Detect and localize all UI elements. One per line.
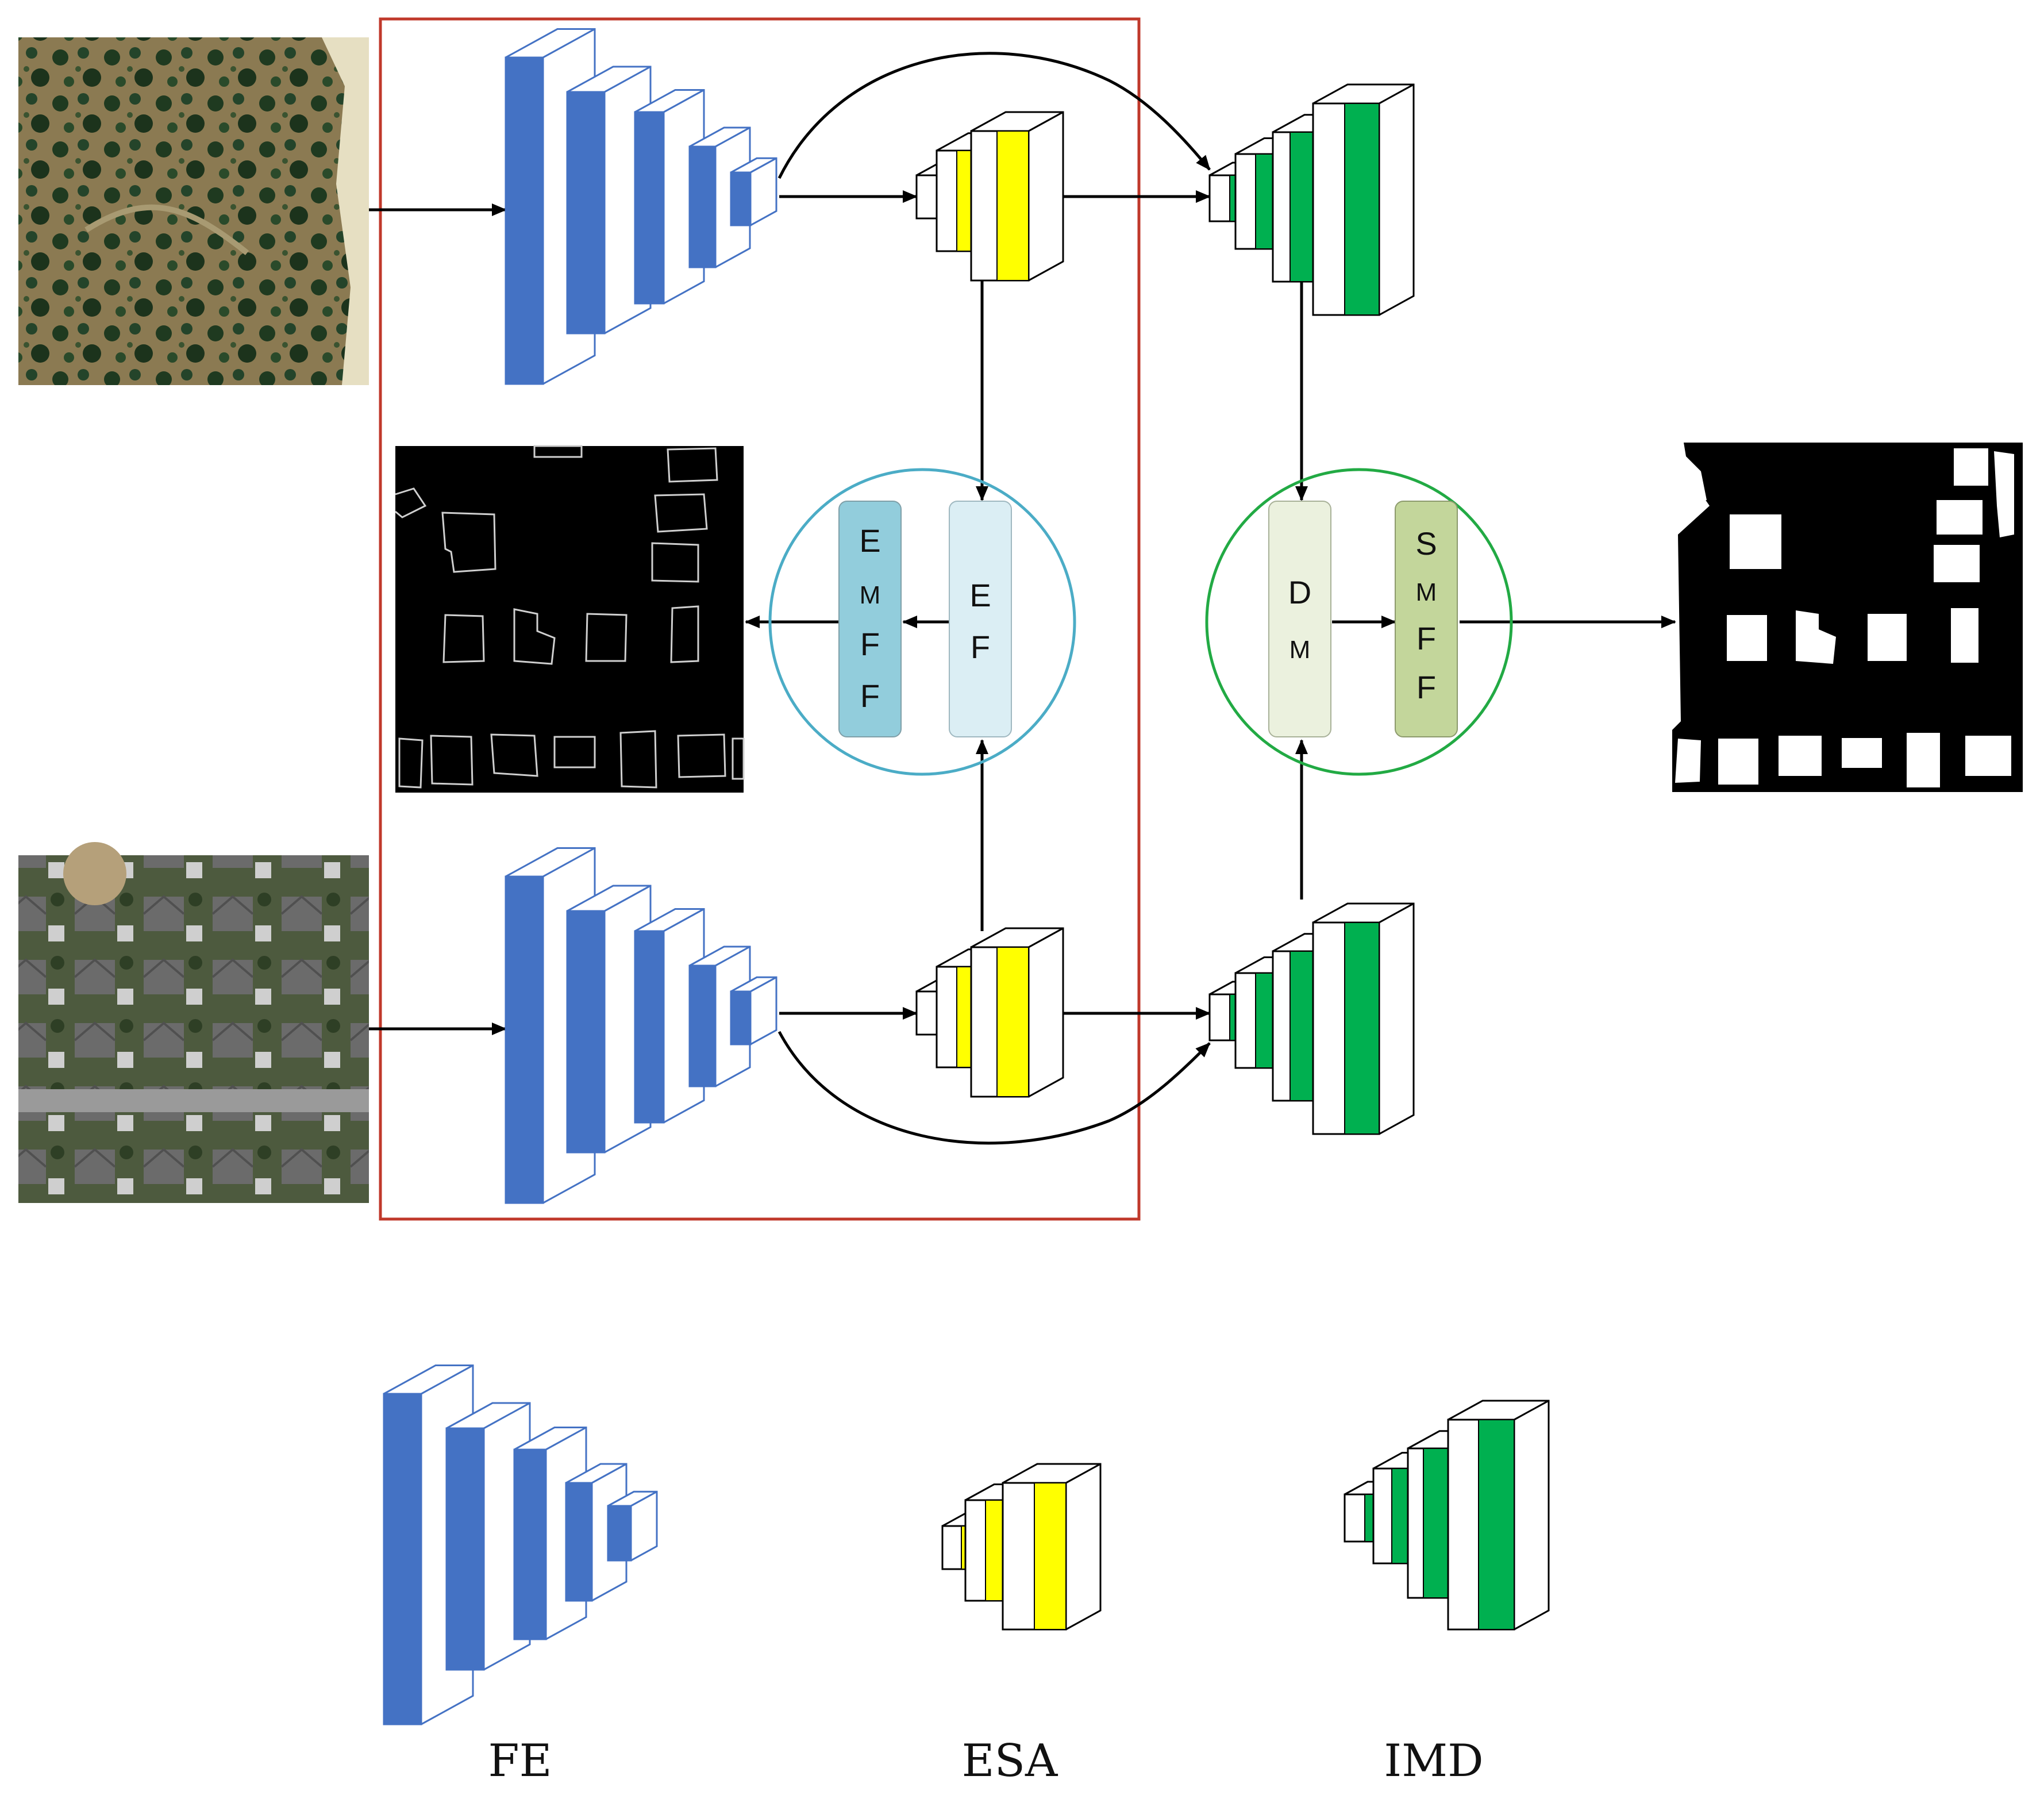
legend-label-fe: FE [488, 1735, 552, 1787]
layer-block [634, 908, 705, 1124]
emff-letter-1: E [859, 522, 880, 559]
decoder-branch-circle [1205, 468, 1513, 776]
imd-decoder-time1 [1208, 83, 1415, 316]
edge-branch-circle [768, 468, 1076, 776]
emff-letter-3: F [860, 626, 880, 662]
smff-letter-1: S [1415, 525, 1437, 562]
layer-block [688, 126, 751, 268]
dm-module: D M [1268, 501, 1331, 737]
dm-letter-2: M [1289, 636, 1311, 664]
skip-arrow-top [777, 52, 1211, 179]
ef-module: E F [949, 501, 1012, 737]
esa-block-time2 [915, 927, 1064, 1098]
layer-block [1312, 83, 1415, 316]
aerial-image-time2 [18, 842, 369, 1203]
layer-block [1312, 902, 1415, 1135]
emff-letter-2: M [860, 581, 881, 609]
layer-block [730, 976, 777, 1046]
smff-letter-3: F [1416, 620, 1436, 656]
dm-letter-1: D [1288, 574, 1311, 610]
esa-block-time1 [915, 111, 1064, 282]
layer-block [607, 1490, 658, 1562]
change-mask [1672, 443, 2023, 792]
weight-sharing-frame [379, 17, 1141, 1221]
smff-letter-4: F [1416, 669, 1436, 705]
ef-letter-2: F [971, 629, 990, 665]
fe-legend-icon [383, 1364, 658, 1725]
layer-block [566, 885, 652, 1154]
imd-decoder-time2 [1208, 902, 1415, 1135]
skip-arrow-bottom [777, 1031, 1211, 1145]
layer-block [1002, 1463, 1102, 1631]
emff-module: E M F F [838, 501, 902, 737]
ef-letter-1: E [969, 577, 991, 613]
connections [369, 52, 1676, 1145]
layer-block [565, 1463, 628, 1602]
aerial-image-time1 [18, 37, 369, 385]
fe-encoder-time1 [505, 28, 777, 385]
edge-map [395, 445, 745, 793]
layer-block [566, 66, 652, 335]
layer-block [970, 927, 1064, 1098]
layer-block [1447, 1400, 1550, 1631]
smff-module: S M F F [1395, 501, 1458, 737]
fe-encoder-time2 [505, 847, 777, 1204]
smff-letter-2: M [1416, 578, 1437, 606]
legend-label-imd: IMD [1384, 1735, 1483, 1787]
layer-block [730, 157, 777, 226]
layer-block [634, 89, 705, 305]
layer-block [445, 1402, 531, 1671]
layer-block [513, 1427, 587, 1640]
layer-block [688, 945, 751, 1087]
legend-label-esa: ESA [962, 1735, 1058, 1787]
emff-letter-4: F [860, 678, 880, 714]
imd-legend-icon [1344, 1400, 1550, 1631]
esa-legend-icon [941, 1463, 1102, 1631]
layer-block [970, 111, 1064, 282]
